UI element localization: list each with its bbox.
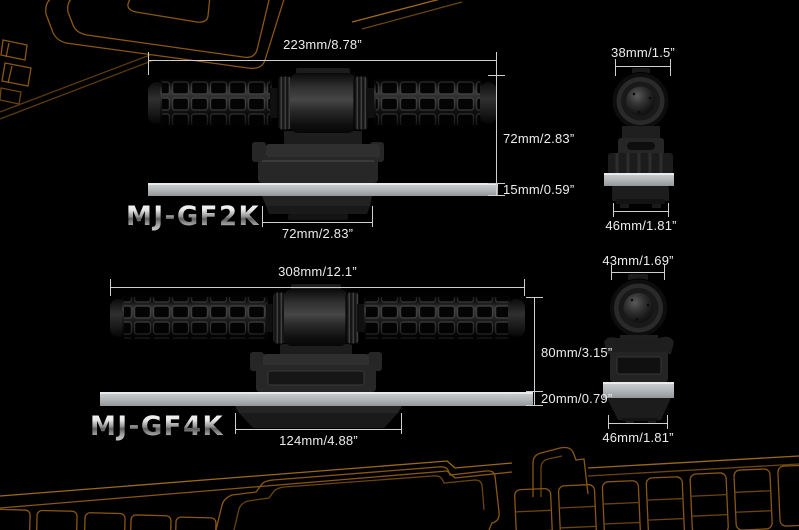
dimension-line <box>235 429 402 430</box>
gf2k-side-magnet <box>612 186 669 201</box>
gf4k-right-cap <box>508 299 525 337</box>
gf2k-bracket <box>258 157 378 183</box>
gf2k-front-height-dim: 72mm/2.83” <box>503 131 575 146</box>
gf4k-side-illustration <box>603 274 674 424</box>
dimension-line <box>611 272 665 273</box>
gf4k-front-illustration <box>100 284 533 428</box>
dimension-tick <box>526 391 543 392</box>
gf4k-magnet-clamp <box>239 413 398 428</box>
dimension-tick <box>526 297 543 298</box>
wireframe-grille-right <box>514 464 799 530</box>
gf2k-front-clamp-dim: 72mm/2.83” <box>281 226 354 241</box>
gf2k-motor-body <box>290 73 356 133</box>
gf4k-motor-body <box>284 289 348 346</box>
dimension-line <box>496 75 497 196</box>
gf2k-front-width-dim: 223mm/8.78” <box>283 37 362 52</box>
dimension-tick <box>613 203 614 217</box>
dimension-line <box>262 222 373 223</box>
dimension-tick <box>401 413 402 434</box>
gf2k-side-illustration <box>604 68 674 208</box>
dimension-tick <box>488 75 505 76</box>
dimension-tick <box>496 52 497 75</box>
gf4k-front-width-dim: 308mm/12.1” <box>278 264 357 279</box>
wireframe-bottom <box>0 446 799 530</box>
dimension-line <box>613 211 669 212</box>
dimension-line <box>110 287 525 288</box>
gf2k-bracket-neck <box>284 131 362 145</box>
dimension-line <box>615 66 671 67</box>
dimension-tick <box>262 206 263 227</box>
gf2k-front-glass-dim: 15mm/0.59” <box>503 182 575 197</box>
gf4k-front-height-dim: 80mm/3.15” <box>541 345 613 360</box>
gf2k-side-base-dim: 46mm/1.81” <box>605 218 677 233</box>
dimension-tick <box>664 265 665 280</box>
gf4k-front-glass-dim: 20mm/0.79” <box>541 391 613 406</box>
dimension-tick <box>668 203 669 217</box>
dimension-tick <box>670 59 671 76</box>
gf4k-bracket-neck <box>280 344 352 356</box>
dimension-tick <box>488 195 505 196</box>
gf2k-side-width-dim: 38mm/1.5” <box>611 45 675 60</box>
dimension-tick <box>148 52 149 75</box>
gf4k-side-width-dim: 43mm/1.69” <box>602 253 674 268</box>
dimension-tick <box>488 183 505 184</box>
dimension-tick <box>615 59 616 76</box>
dimension-tick <box>235 413 236 434</box>
gf4k-side-nozzle <box>623 293 654 323</box>
gf2k-side-glass <box>604 173 674 186</box>
dimension-line <box>608 423 668 424</box>
gf4k-model-label: MJ-GF4K <box>90 411 225 443</box>
dimension-tick <box>372 206 373 227</box>
dimension-tick <box>608 415 609 429</box>
dimension-tick <box>611 265 612 280</box>
dimension-line <box>148 60 497 61</box>
gf2k-front-illustration <box>148 68 498 220</box>
gf2k-right-cap <box>480 82 497 124</box>
gf4k-glass-panel <box>100 392 533 406</box>
dimension-tick <box>110 279 111 296</box>
gf4k-side-magnet <box>607 398 671 420</box>
gf2k-magnet-clamp <box>266 206 370 214</box>
dimension-tick <box>526 405 543 406</box>
dimension-tick <box>667 415 668 429</box>
gf4k-side-base-dim: 46mm/1.81” <box>602 430 674 445</box>
gf2k-model-label: MJ-GF2K <box>126 201 261 233</box>
dimension-tick <box>524 279 525 296</box>
gf4k-side-glass <box>603 382 674 398</box>
gf2k-glass-panel <box>148 183 498 196</box>
gf2k-side-nozzle <box>626 86 655 116</box>
wireframe-top-left <box>0 0 463 120</box>
gf4k-front-clamp-dim: 124mm/4.88” <box>279 433 358 448</box>
dimension-line <box>534 297 535 406</box>
